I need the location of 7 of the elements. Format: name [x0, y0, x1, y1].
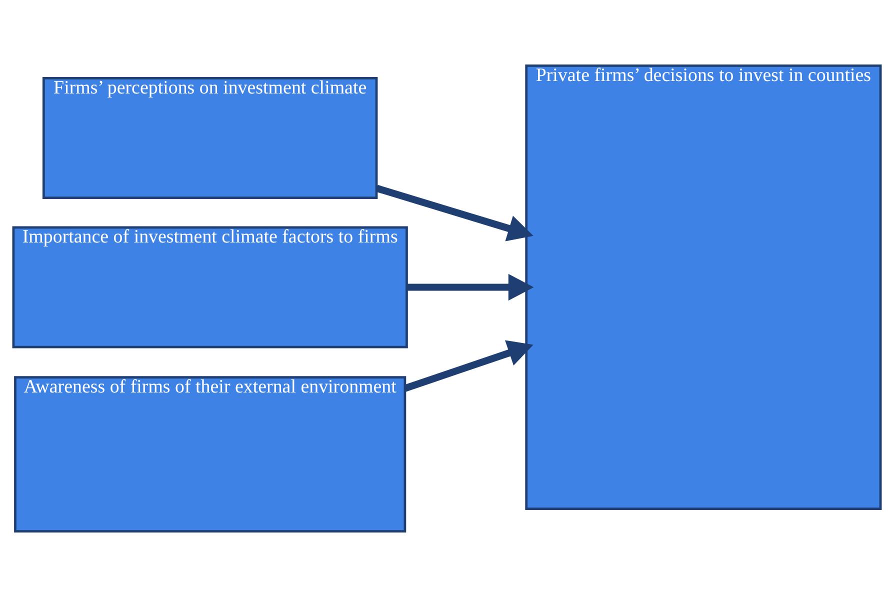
node-box: Awareness of firms of their external environment	[14, 376, 406, 532]
arrow	[406, 273, 534, 300]
arrow	[404, 340, 534, 392]
node-box: Firms’ perceptions on investment climate	[42, 76, 378, 198]
arrow	[376, 184, 534, 241]
node-box: Private firms’ decisions to invest in counties	[525, 64, 882, 510]
node-box: Importance of investment climate factors to firms	[12, 226, 408, 348]
